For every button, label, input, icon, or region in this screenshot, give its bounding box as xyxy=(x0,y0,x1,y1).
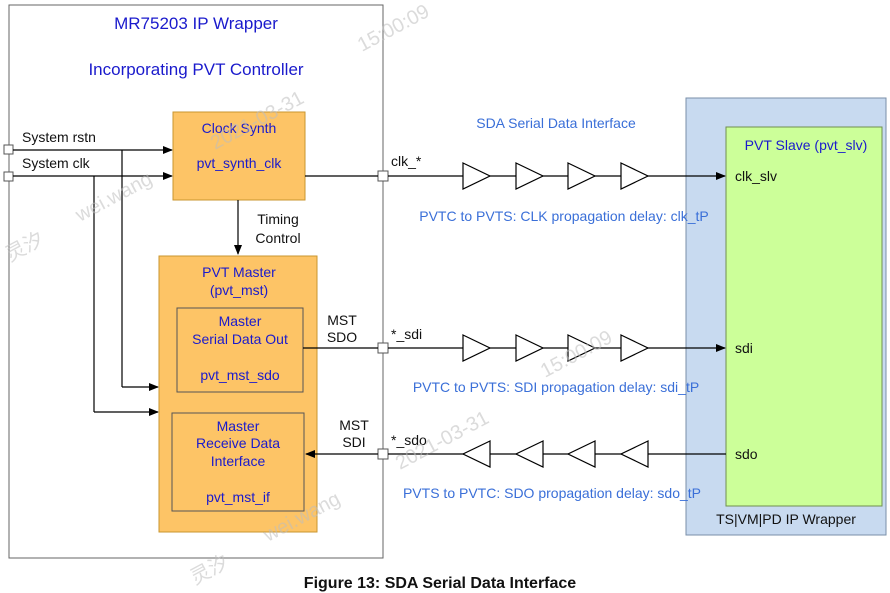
serial-out-line2: Serial Data Out xyxy=(192,331,288,347)
buffer-icon xyxy=(567,334,597,362)
system-clk-label: System clk xyxy=(22,155,91,171)
receive-if-name: pvt_mst_if xyxy=(206,489,270,505)
slave-clk-label: clk_slv xyxy=(735,168,777,184)
interface-label: SDA Serial Data Interface xyxy=(476,115,636,131)
receive-if-line2: Receive Data xyxy=(196,435,280,451)
mst-sdi-label-2: SDI xyxy=(342,434,365,450)
external-wires xyxy=(388,172,726,455)
clk-signal-label: clk_* xyxy=(391,153,422,169)
buffer-icon xyxy=(462,334,492,362)
timing-label: Timing xyxy=(257,211,299,227)
buffer-icon xyxy=(566,440,596,468)
clock-synth-title: Clock Synth xyxy=(202,120,277,136)
sdo-buffer-chain xyxy=(461,440,649,468)
buffer-icon xyxy=(515,334,545,362)
serial-data-out-block xyxy=(176,307,304,393)
figure-caption: Figure 13: SDA Serial Data Interface xyxy=(304,575,576,592)
sdi-delay-label: PVTC to PVTS: SDI propagation delay: sdi… xyxy=(413,379,699,395)
buffer-icon xyxy=(461,440,491,468)
slave-sdi-label: sdi xyxy=(735,340,753,356)
clock-synth-block xyxy=(172,111,306,201)
buffer-icon xyxy=(462,162,492,190)
sdi-signal-label: *_sdi xyxy=(391,326,422,342)
sdo-in-port xyxy=(377,448,389,460)
clk-port xyxy=(3,171,14,182)
buffer-icon xyxy=(620,162,650,190)
receive-if-line3: Interface xyxy=(211,453,266,469)
pvt-master-title: PVT Master xyxy=(202,264,276,280)
clk-delay-label: PVTC to PVTS: CLK propagation delay: clk… xyxy=(419,208,708,224)
sdi-buffer-chain xyxy=(462,334,650,362)
clk-buffer-chain xyxy=(462,162,650,190)
mst-sdi-label-1: MST xyxy=(339,417,369,433)
pvt-slave-block xyxy=(725,126,883,507)
buffer-icon xyxy=(515,162,545,190)
system-rstn-label: System rstn xyxy=(22,129,96,145)
sdo-delay-label: PVTS to PVTC: SDO propagation delay: sdo… xyxy=(403,485,701,501)
mst-sdo-label-1: MST xyxy=(327,312,357,328)
buffer-icon xyxy=(567,162,597,190)
receive-data-if-block xyxy=(171,412,305,512)
slave-sdo-label: sdo xyxy=(735,446,758,462)
input-wires xyxy=(13,146,173,416)
wrapper-title: MR75203 IP Wrapper xyxy=(114,14,278,33)
buffer-icon xyxy=(619,440,649,468)
sdi-out-port xyxy=(377,342,389,354)
pvt-slave-title: PVT Slave (pvt_slv) xyxy=(745,137,868,153)
internal-wires xyxy=(303,175,378,458)
slave-wrapper-label: TS|VM|PD IP Wrapper xyxy=(716,511,856,527)
serial-out-name: pvt_mst_sdo xyxy=(200,367,280,383)
wrapper-subtitle: Incorporating PVT Controller xyxy=(88,60,303,79)
buffer-icon xyxy=(620,334,650,362)
watermark-time-mid: 15:00:09 xyxy=(537,326,616,382)
clk-out-port xyxy=(377,170,389,182)
pvt-master-name: (pvt_mst) xyxy=(210,282,268,298)
mst-sdo-label-2: SDO xyxy=(327,329,357,345)
receive-if-line1: Master xyxy=(217,418,260,434)
buffer-icon xyxy=(514,440,544,468)
serial-out-line1: Master xyxy=(219,313,262,329)
clock-synth-name: pvt_synth_clk xyxy=(197,155,283,171)
rstn-port xyxy=(3,144,14,155)
control-label: Control xyxy=(255,230,300,246)
sdo-signal-label: *_sdo xyxy=(391,432,427,448)
